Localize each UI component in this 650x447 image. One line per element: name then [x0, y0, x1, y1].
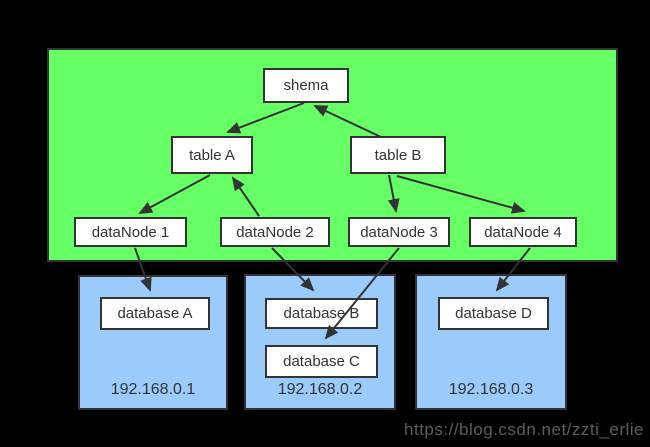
node-database-d: database D	[438, 297, 549, 330]
node-datanode-4: dataNode 4	[469, 217, 577, 247]
node-database-b: database B	[265, 298, 378, 329]
node-datanode-1: dataNode 1	[74, 217, 187, 247]
node-schema: shema	[263, 68, 349, 103]
host-ip-label: 192.168.0.3	[448, 381, 534, 398]
watermark-url: https://blog.csdn.net/zzti_erlie	[404, 420, 644, 439]
host-ip-label: 192.168.0.2	[277, 381, 363, 398]
node-database-a: database A	[100, 297, 210, 330]
host-panel-1: database A 192.168.0.1	[78, 275, 228, 410]
host-panel-2: database B database C 192.168.0.2	[244, 274, 396, 410]
node-table-b: table B	[350, 136, 446, 174]
node-datanode-3: dataNode 3	[348, 217, 450, 247]
node-database-c: database C	[265, 345, 378, 378]
node-table-a: table A	[171, 136, 253, 174]
host-ip-label: 192.168.0.1	[110, 381, 196, 398]
host-panel-3: database D 192.168.0.3	[415, 274, 567, 410]
node-datanode-2: dataNode 2	[220, 217, 330, 247]
